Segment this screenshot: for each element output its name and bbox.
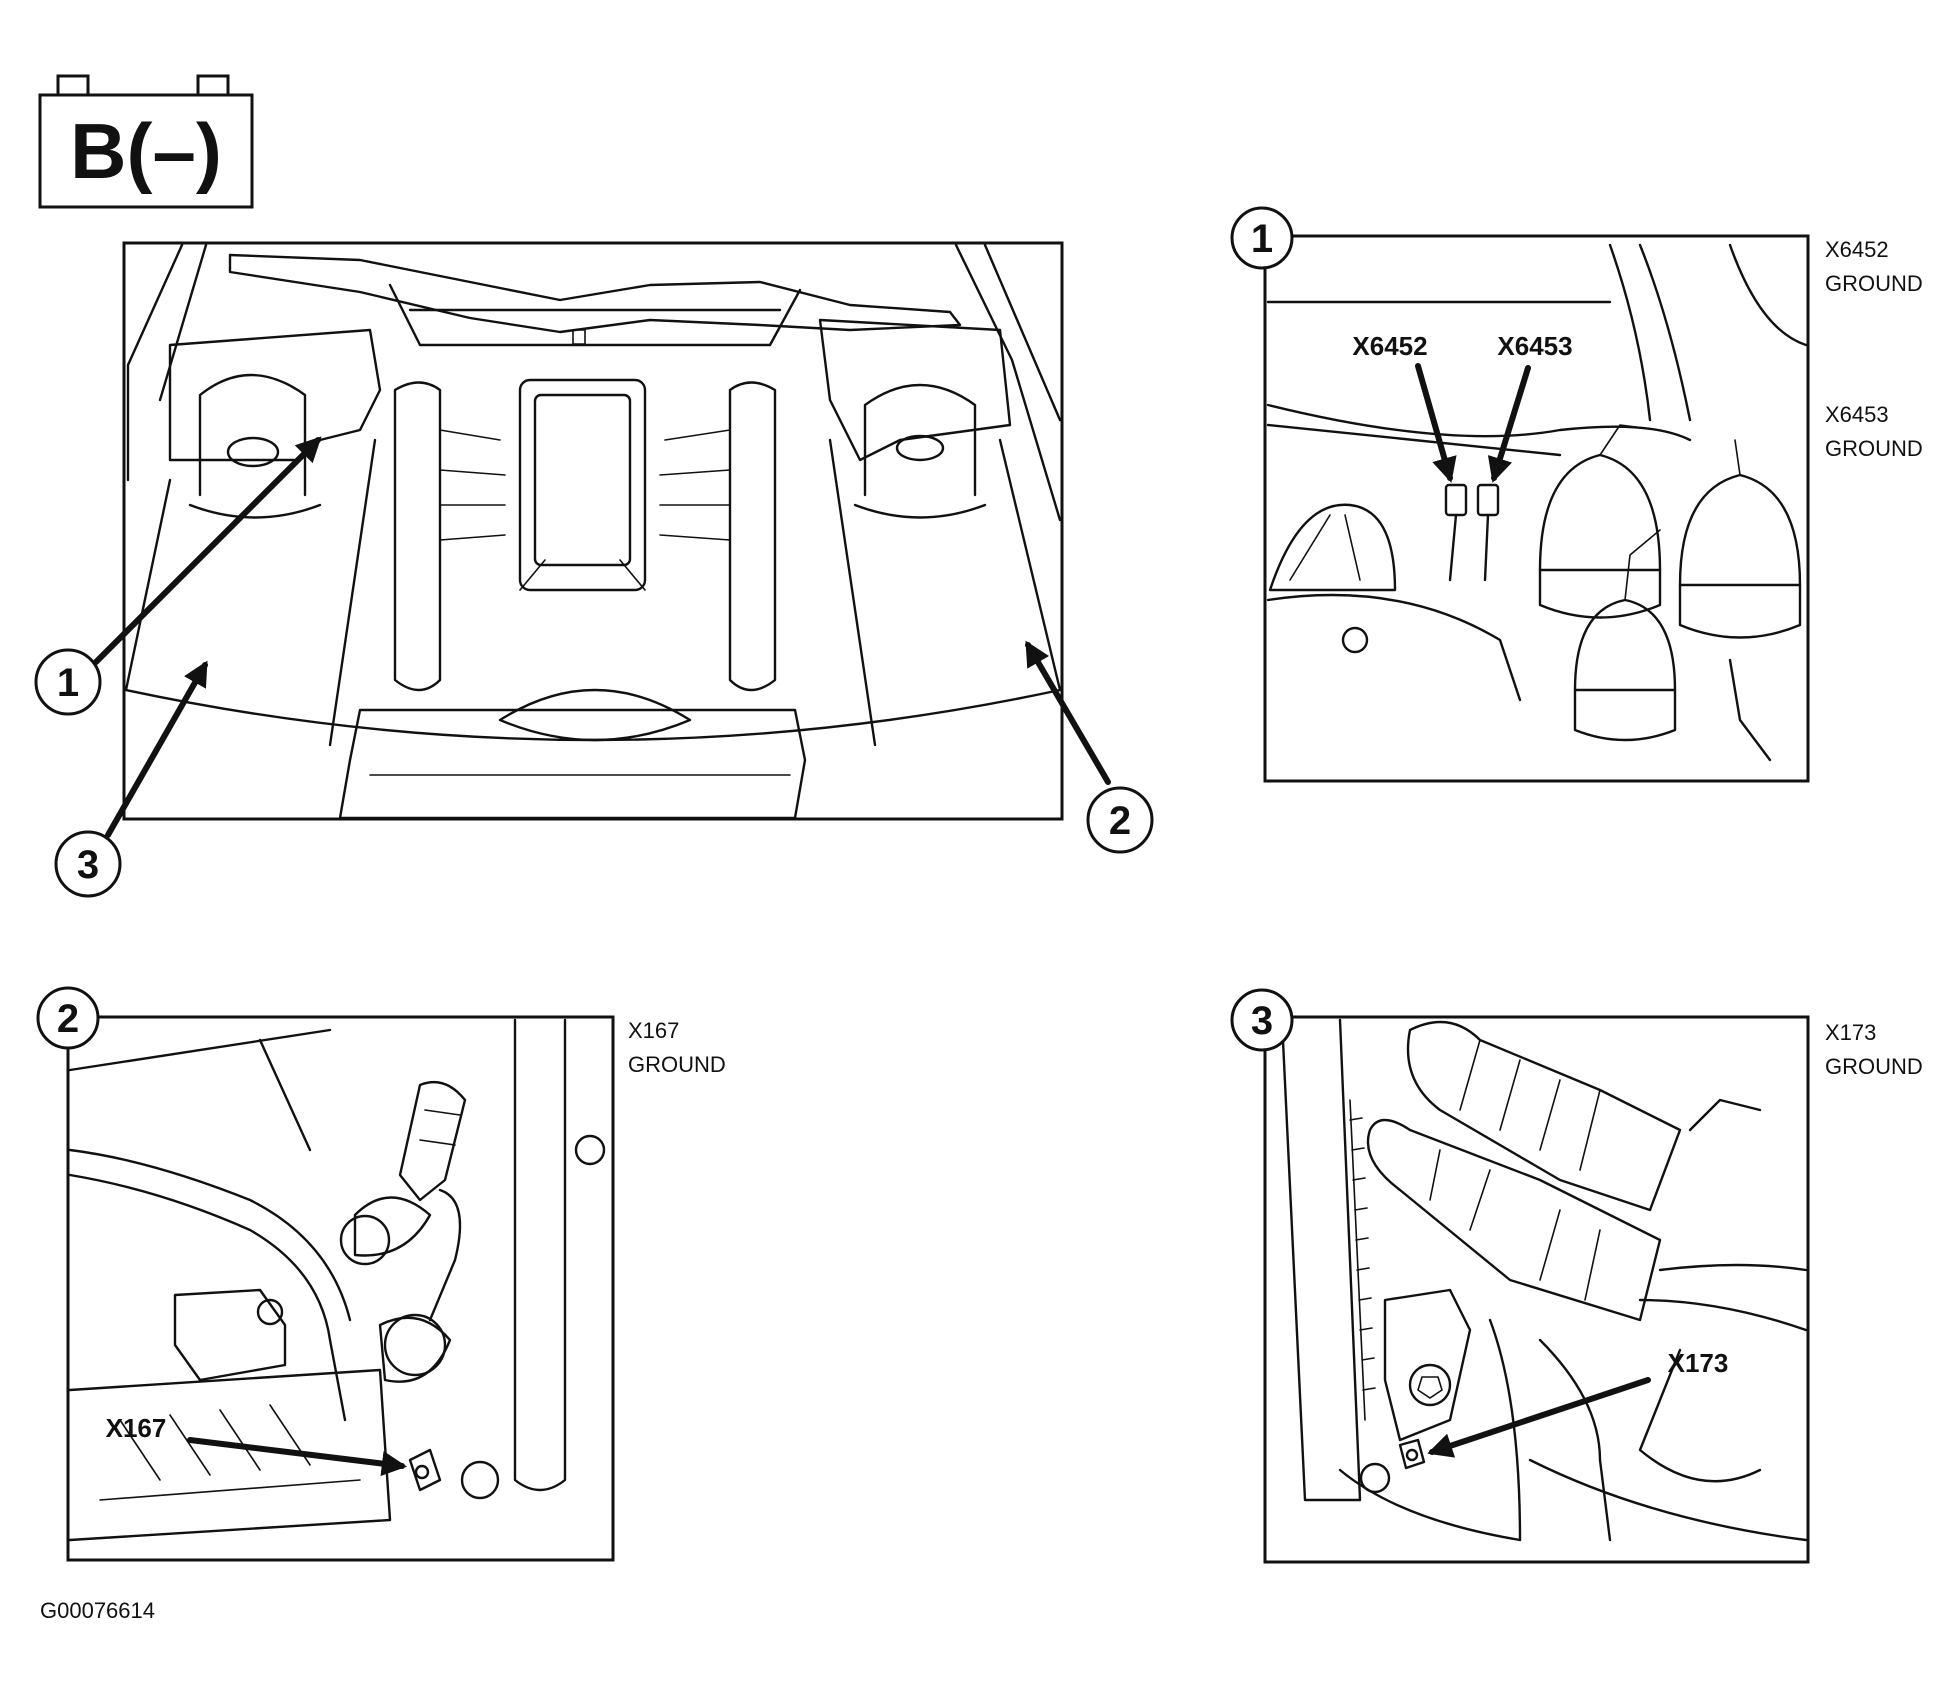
detail-view-3: X173 3 X173 GROUND — [1230, 988, 1923, 1564]
view2-number: 2 — [57, 997, 79, 1041]
view3-number: 3 — [1251, 999, 1273, 1043]
overview-callout-3: 3 — [77, 843, 99, 887]
overview-callout-1: 1 — [57, 661, 79, 705]
stud-x173-icon — [1398, 1438, 1426, 1470]
figure-id: G00076614 — [40, 1598, 155, 1623]
battery-label: B(–) — [70, 107, 222, 195]
stud-x6453-icon — [1476, 483, 1500, 582]
detail-view-1: X6452 X6453 1 X6452 GROUND X6453 GROUND — [1230, 206, 1923, 783]
view1-desc-2: GROUND — [1825, 436, 1923, 461]
view1-desc-1: GROUND — [1825, 271, 1923, 296]
stud-x167-icon — [408, 1448, 442, 1492]
view1-number: 1 — [1251, 217, 1273, 261]
view2-callout-x167: X167 — [106, 1413, 167, 1443]
overview-callout-2: 2 — [1109, 799, 1131, 843]
view1-callout-x6453: X6453 — [1497, 331, 1572, 361]
engine-compartment-overview: 1 2 3 — [34, 241, 1154, 898]
detail-view-2: X167 2 X167 GROUND — [36, 986, 726, 1562]
view2-connector-1: X167 — [628, 1018, 679, 1043]
view1-callout-x6452: X6452 — [1352, 331, 1427, 361]
view1-connector-1: X6452 — [1825, 237, 1889, 262]
view3-callout-x173: X173 — [1668, 1348, 1729, 1378]
view3-desc-1: GROUND — [1825, 1054, 1923, 1079]
view3-connector-1: X173 — [1825, 1020, 1876, 1045]
view1-connector-2: X6453 — [1825, 402, 1889, 427]
view2-desc-1: GROUND — [628, 1052, 726, 1077]
battery-negative-icon: B(–) — [38, 74, 254, 209]
stud-x6452-icon — [1444, 483, 1468, 582]
